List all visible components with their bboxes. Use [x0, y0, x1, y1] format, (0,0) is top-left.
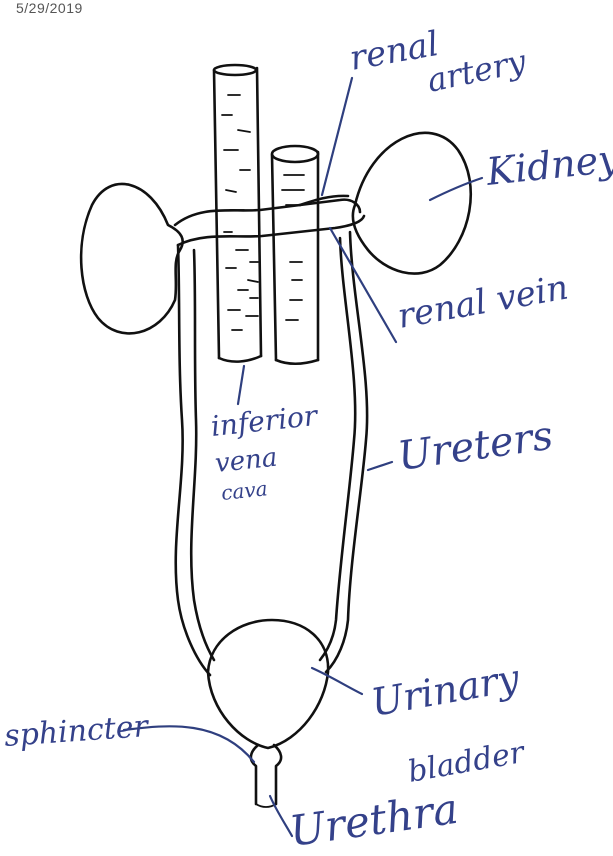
label-ivc-2: vena: [214, 443, 279, 479]
label-ivc-1: inferior: [209, 399, 320, 443]
label-renal-artery-2: artery: [424, 42, 530, 100]
aorta: [246, 146, 318, 364]
kidney-pointer: [430, 178, 482, 200]
label-ivc-3: cava: [220, 476, 269, 505]
inferior-vena-cava: [214, 65, 261, 362]
ureters-pointer: [368, 462, 392, 470]
label-sphincter: sphincter: [3, 709, 151, 754]
label-urinary-bladder-2: bladder: [405, 735, 528, 790]
bladder-pointer: [312, 668, 362, 694]
right-ureter: [326, 232, 367, 672]
urinary-bladder: [208, 620, 328, 748]
label-kidney: Kidney: [483, 136, 613, 194]
label-renal-vein: renal vein: [395, 268, 572, 337]
label-urethra: Urethra: [287, 784, 462, 856]
left-kidney: [81, 184, 183, 333]
left-ureter: [176, 245, 210, 675]
label-ureters: Ureters: [395, 413, 556, 480]
right-kidney: [353, 133, 471, 274]
renal-artery-pointer: [322, 78, 352, 195]
urethra: [251, 745, 281, 807]
label-urinary-bladder-1: Urinary: [368, 656, 523, 725]
ivc-pointer: [238, 366, 244, 404]
